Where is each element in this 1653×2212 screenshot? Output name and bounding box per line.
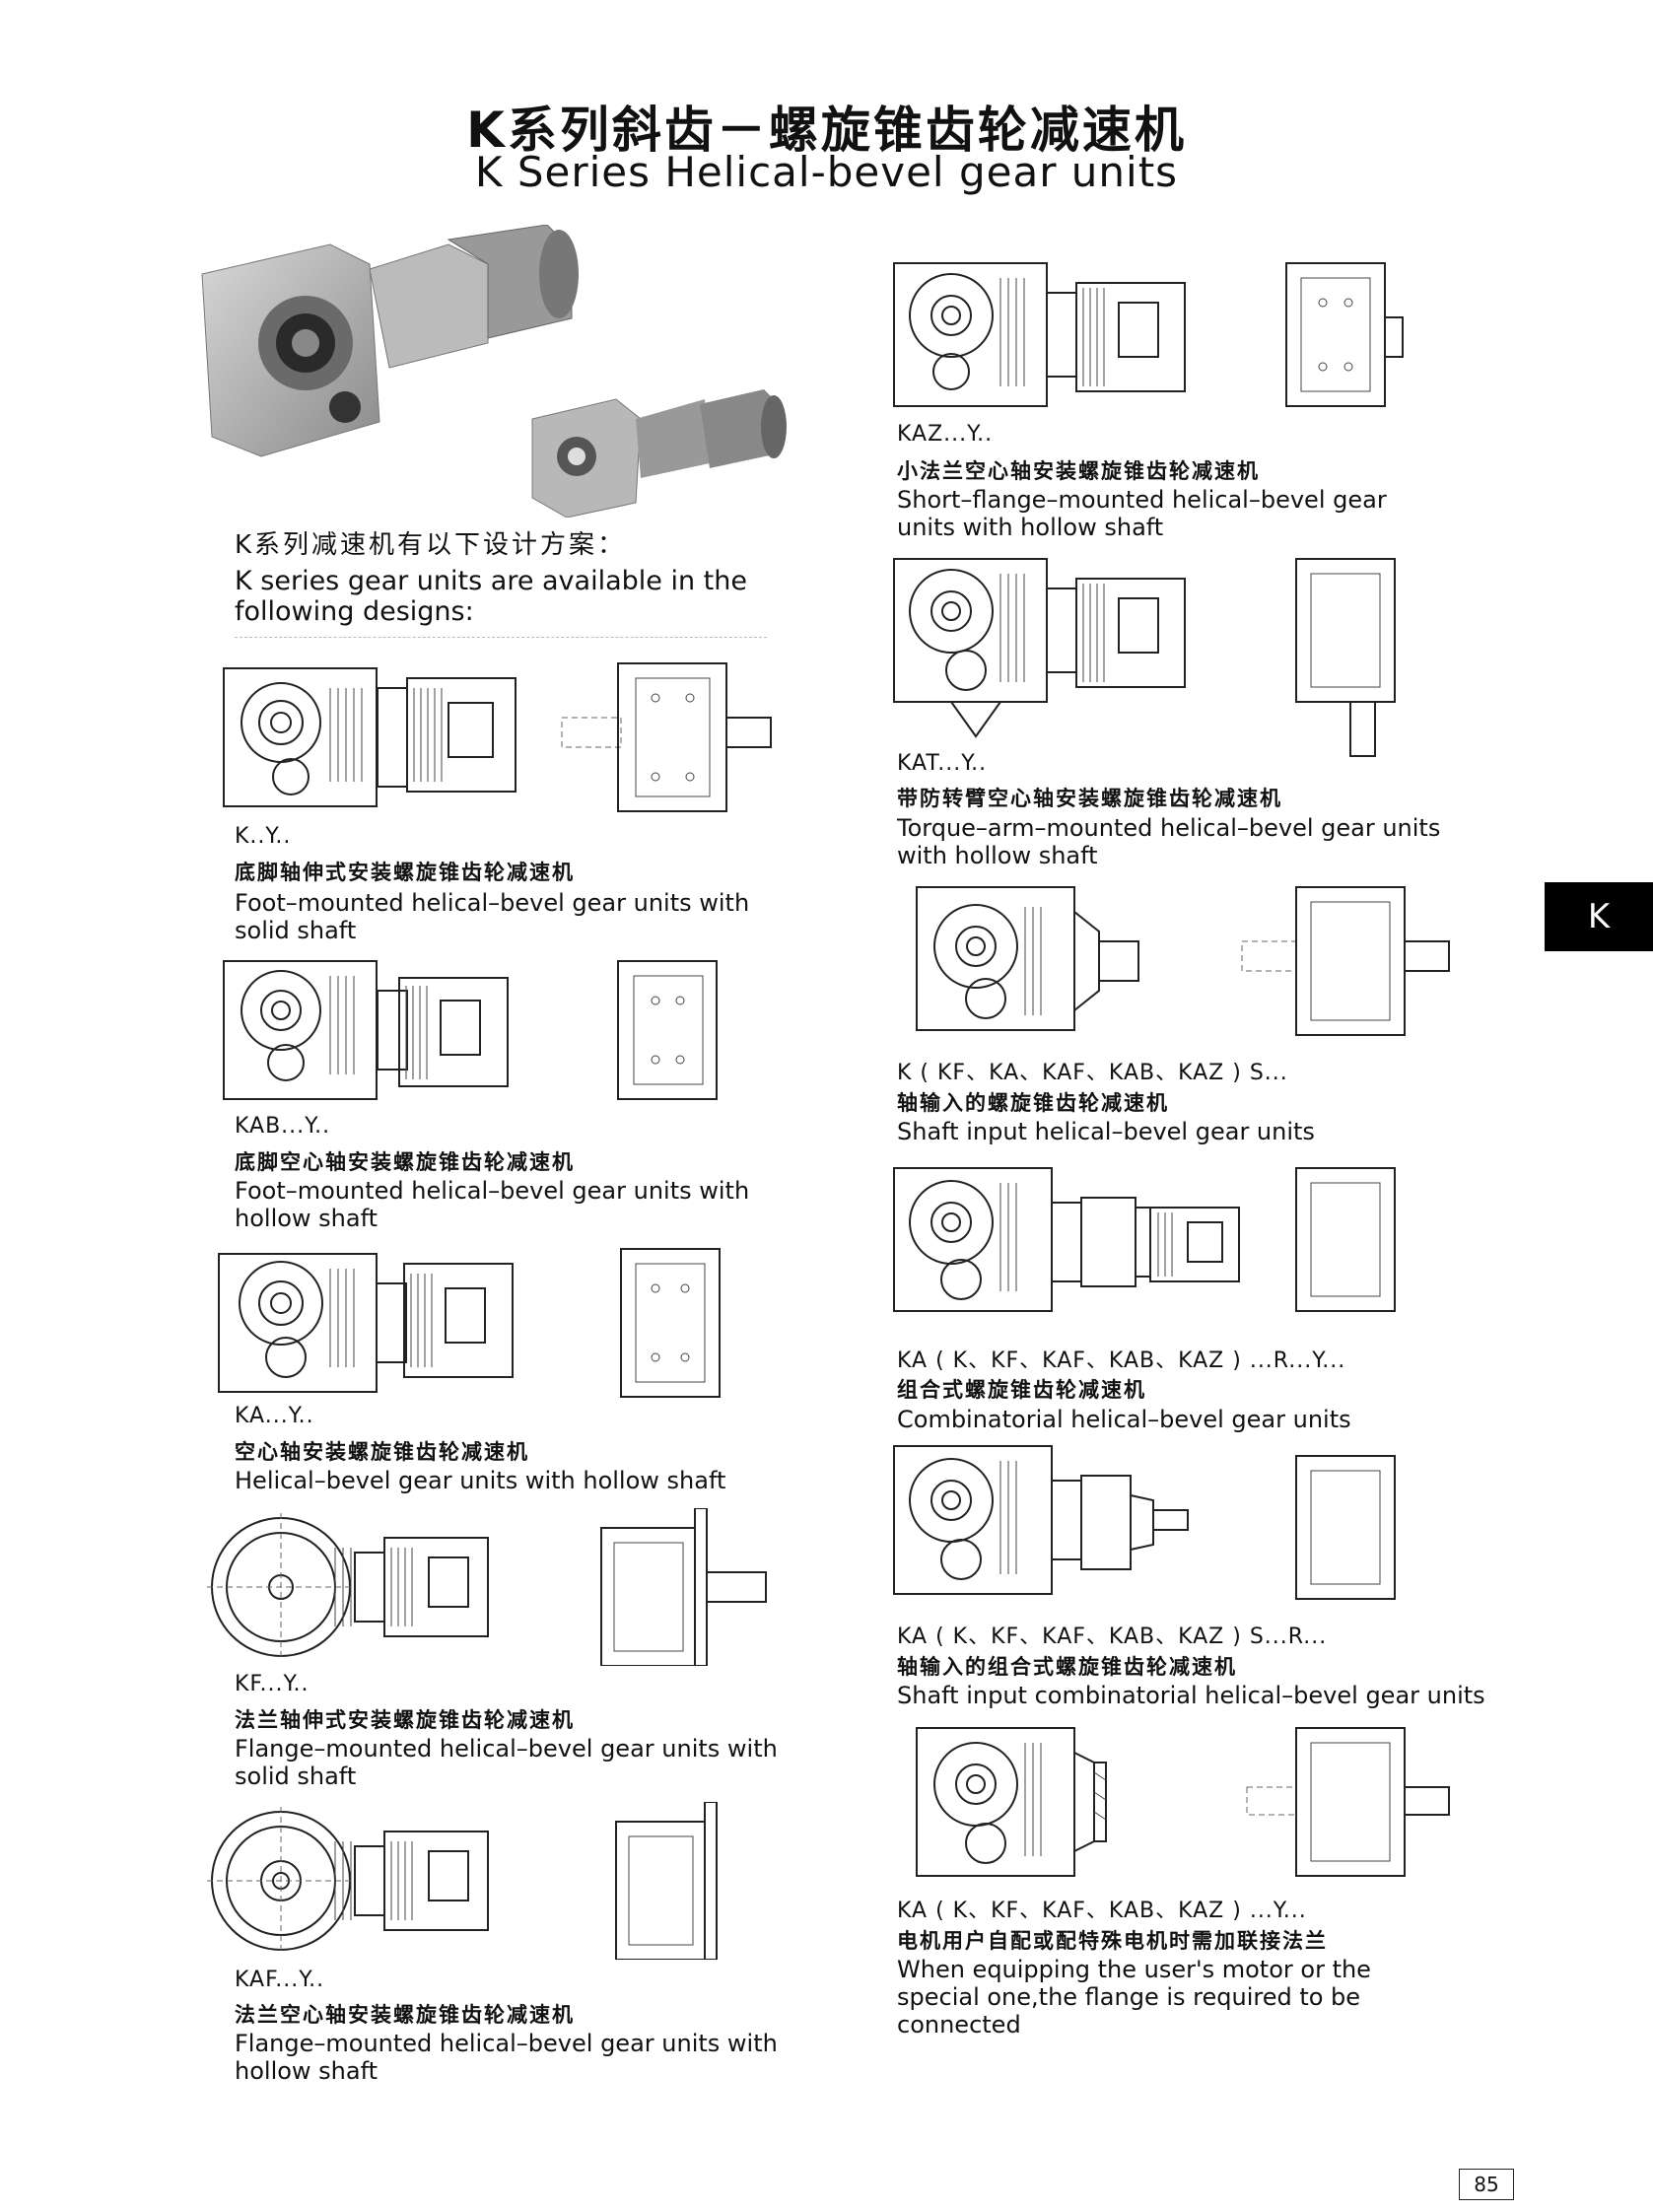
product-photo-small: [531, 389, 787, 518]
design-cn: 小法兰空心轴安装螺旋锥齿轮减速机: [897, 459, 1260, 483]
drawing-ka-y: [218, 1248, 721, 1398]
design-en: Foot–mounted helical–bevel gear units wi…: [235, 1177, 750, 1232]
drawing-ka-y-flange: [916, 1727, 1450, 1877]
design-cn: 底脚空心轴安装螺旋锥齿轮减速机: [235, 1150, 575, 1174]
drawing-kaz-y: [893, 262, 1404, 407]
design-code: KA ( K、KF、KAF、KAB、KAZ ) S...R...: [897, 1624, 1328, 1649]
drawing-k-s: [916, 886, 1450, 1036]
design-code: KAB...Y..: [235, 1114, 331, 1139]
design-code: K ( KF、KA、KAF、KAB、KAZ ) S...: [897, 1061, 1288, 1085]
design-cn: 法兰轴伸式安装螺旋锥齿轮减速机: [235, 1708, 575, 1732]
drawing-ka-r-y: [893, 1167, 1396, 1312]
design-code: KAZ...Y..: [897, 422, 994, 447]
drawing-ka-s-r: [893, 1445, 1396, 1600]
page-title-en: K Series Helical-bevel gear units: [474, 148, 1179, 196]
product-photo-large: [201, 225, 579, 457]
intro-cn: K系列减速机有以下设计方案：: [235, 530, 627, 560]
drawing-kf-y: [207, 1508, 767, 1666]
design-cn: 轴输入的螺旋锥齿轮减速机: [897, 1091, 1169, 1115]
design-code: K..Y..: [235, 824, 292, 849]
design-en: When equipping the user's motor or the s…: [897, 1956, 1371, 2039]
design-en: Flange–mounted helical–bevel gear units …: [235, 1735, 778, 1790]
design-code: KA ( K、KF、KAF、KAB、KAZ ) ...R...Y...: [897, 1348, 1346, 1373]
section-tab: K: [1545, 882, 1653, 951]
drawing-kat-y: [893, 558, 1396, 757]
intro-divider: [235, 637, 767, 638]
design-code: KAF...Y..: [235, 1968, 325, 1992]
design-cn: 电机用户自配或配特殊电机时需加联接法兰: [897, 1929, 1328, 1953]
design-cn: 带防转臂空心轴安装螺旋锥齿轮减速机: [897, 787, 1282, 810]
drawing-k-y: [223, 662, 772, 812]
design-en: Flange–mounted helical–bevel gear units …: [235, 2030, 778, 2085]
design-cn: 法兰空心轴安装螺旋锥齿轮减速机: [235, 2003, 575, 2027]
design-en: Shaft input combinatorial helical–bevel …: [897, 1682, 1485, 1709]
design-cn: 空心轴安装螺旋锥齿轮减速机: [235, 1440, 529, 1464]
design-cn: 组合式螺旋锥齿轮减速机: [897, 1378, 1146, 1402]
design-code: KA...Y..: [235, 1404, 314, 1428]
design-en: Shaft input helical–bevel gear units: [897, 1118, 1315, 1145]
page-title-cn: K系列斜齿－螺旋锥齿轮减速机: [466, 102, 1187, 159]
design-cn: 轴输入的组合式螺旋锥齿轮减速机: [897, 1655, 1237, 1679]
page-number: 85: [1459, 2169, 1514, 2200]
design-code: KF...Y..: [235, 1672, 310, 1696]
design-en: Short–flange–mounted helical–bevel gear …: [897, 486, 1387, 541]
design-en: Foot–mounted helical–bevel gear units wi…: [235, 889, 750, 944]
design-code: KA ( K、KF、KAF、KAB、KAZ ) ...Y...: [897, 1899, 1307, 1923]
design-en: Helical–bevel gear units with hollow sha…: [235, 1467, 726, 1494]
drawing-kab-y: [223, 960, 718, 1100]
design-code: KAT...Y..: [897, 751, 988, 776]
intro-en: K series gear units are available in the…: [235, 566, 747, 627]
design-cn: 底脚轴伸式安装螺旋锥齿轮减速机: [235, 861, 575, 884]
design-en: Torque–arm–mounted helical–bevel gear un…: [897, 814, 1441, 869]
design-en: Combinatorial helical–bevel gear units: [897, 1406, 1351, 1433]
drawing-kaf-y: [207, 1802, 718, 1960]
